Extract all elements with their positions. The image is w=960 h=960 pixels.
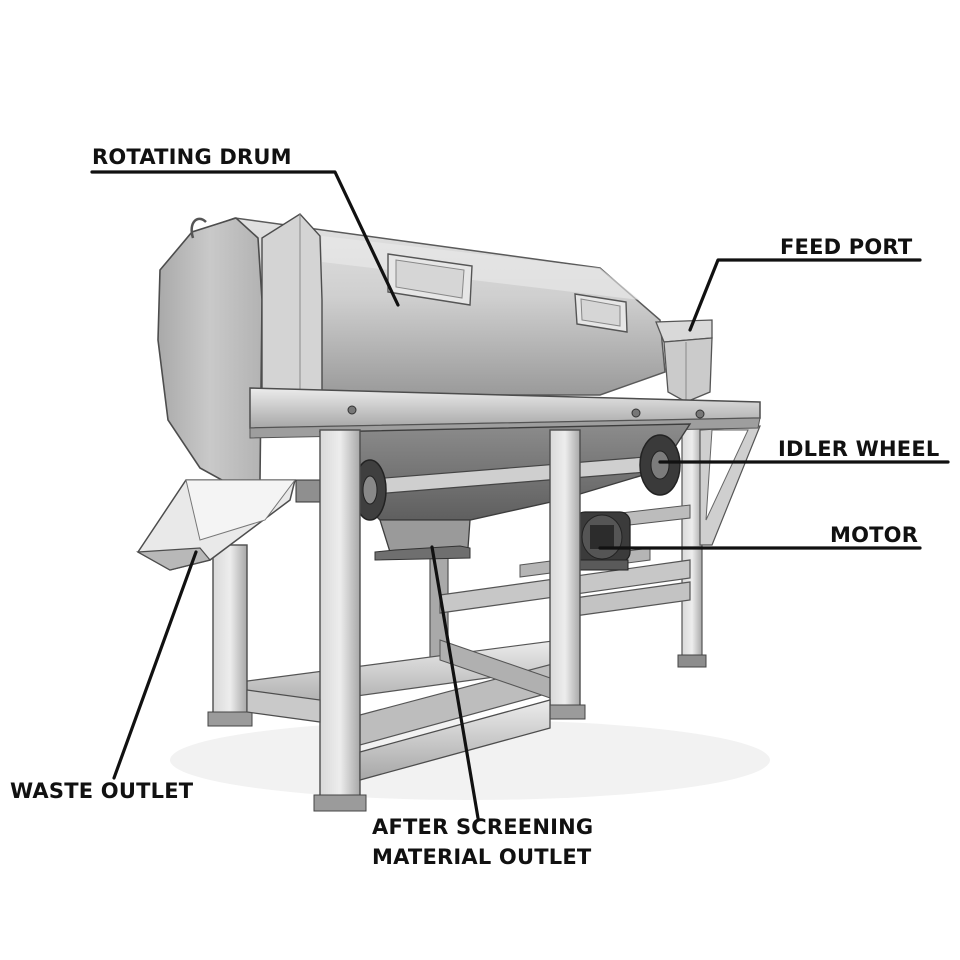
- motor: [575, 512, 630, 570]
- label-waste-outlet: WASTE OUTLET: [10, 776, 193, 806]
- leader-feed-port: [690, 260, 920, 330]
- label-motor: MOTOR: [830, 520, 918, 550]
- label-after-screening-line2: MATERIAL OUTLET: [372, 842, 591, 872]
- label-idler-wheel: IDLER WHEEL: [778, 434, 939, 464]
- idler-wheel: [640, 435, 680, 495]
- label-rotating-drum: ROTATING DRUM: [92, 142, 292, 172]
- label-after-screening-line1: AFTER SCREENING: [372, 812, 593, 842]
- label-feed-port: FEED PORT: [780, 232, 912, 262]
- after-screening-outlet: [375, 520, 470, 560]
- leader-waste-outlet: [114, 552, 196, 778]
